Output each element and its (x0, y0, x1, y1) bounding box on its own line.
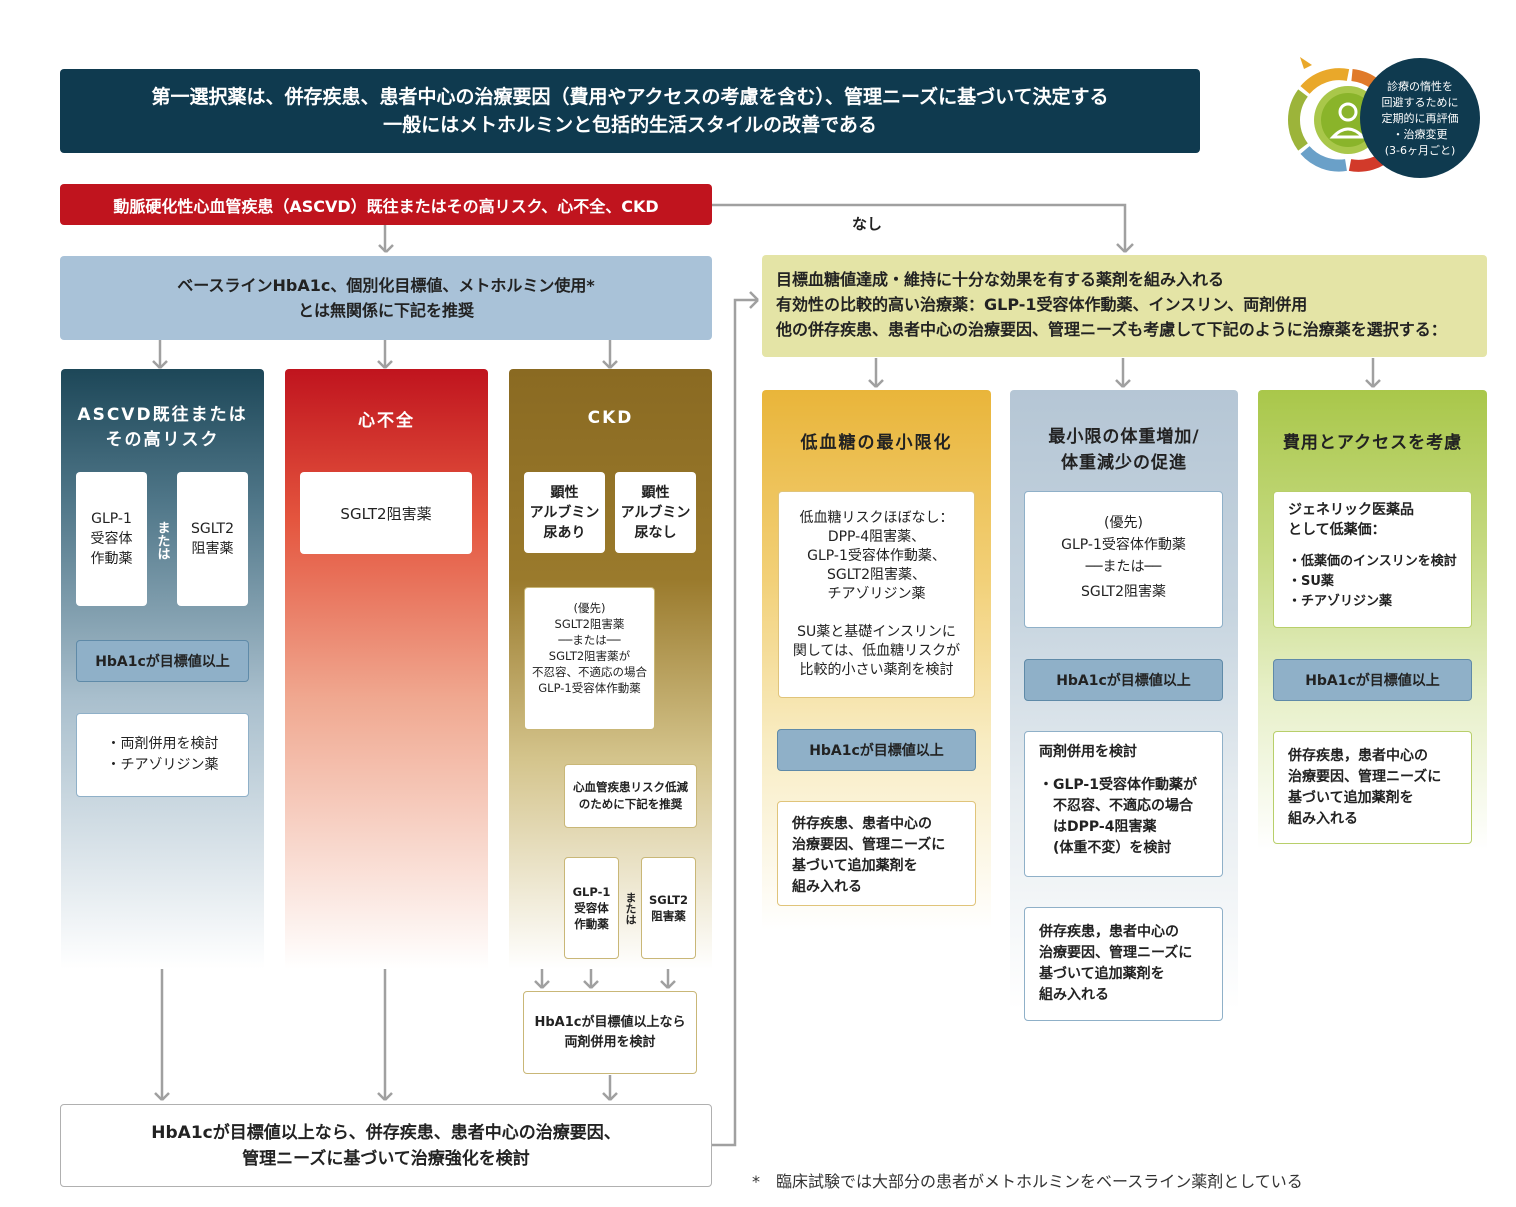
ascvd-hba1c-pill: HbA1cが目標値以上 (76, 640, 249, 682)
cost-generic-body: ・低薬価のインスリンを検討 ・SU薬 ・チアゾリジン薬 (1288, 554, 1457, 609)
hypo-hba1c-pill: HbA1cが目標値以上 (777, 729, 976, 771)
hypo-title: 低血糖の最小限化 (800, 432, 953, 453)
intensify-box: HbA1cが目標値以上なら、併存疾患、患者中心の治療要因、 管理ニーズに基づいて… (60, 1104, 712, 1187)
hypo-add-drug-box: 併存疾患、患者中心の 治療要因、管理ニーズに 基づいて追加薬剤を 組み入れる (777, 801, 976, 906)
right-header-box: 目標血糖値達成・維持に十分な効果を有する薬剤を組み入れる 有効性の比較的高い治療… (762, 255, 1487, 357)
cost-hba1c-pill: HbA1cが目標値以上 (1273, 659, 1472, 701)
ckd-preferred-box: (優先) SGLT2阻害薬 ──または── SGLT2阻害薬が 不忍容、不適応の… (524, 587, 655, 730)
weight-preferred-bottom: SGLT2阻害薬 (1080, 584, 1167, 600)
weight-hba1c-pill: HbA1cが目標値以上 (1024, 659, 1223, 701)
ascvd-or-text: または (154, 520, 170, 560)
ascvd-or-label: または (150, 500, 174, 580)
right-header-line-1: 目標血糖値達成・維持に十分な効果を有する薬剤を組み入れる (776, 270, 1225, 289)
header-banner: 第一選択薬は、併存疾患、患者中心の治療要因（費用やアクセスの考慮を含む）、管理ニ… (60, 69, 1200, 153)
footnote: * 臨床試験では大部分の患者がメトホルミンをベースライン薬剤としている (752, 1172, 1303, 1191)
ckd-preferred-bottom: SGLT2阻害薬が 不忍容、不適応の場合 GLP-1受容体作動薬 (532, 649, 647, 695)
ckd-albuminuria-no-box: 顕性 アルブミン 尿なし (615, 472, 696, 553)
weight-combo-body: ・GLP-1受容体作動薬が 不忍容、不適応の場合 はDPP-4阻害薬 (体重不変… (1039, 777, 1197, 856)
weight-combo-box: 両剤併用を検討 ・GLP-1受容体作動薬が 不忍容、不適応の場合 はDPP-4阻… (1024, 731, 1223, 877)
weight-preferred-box: (優先) GLP-1受容体作動薬 ──または── SGLT2阻害薬 (1024, 491, 1223, 628)
header-line-1: 第一選択薬は、併存疾患、患者中心の治療要因（費用やアクセスの考慮を含む）、管理ニ… (151, 86, 1109, 108)
ckd-hba1c-box: HbA1cが目標値以上なら 両剤併用を検討 (523, 991, 697, 1074)
ascvd-glp1-box: GLP-1 受容体 作動薬 (76, 472, 147, 606)
right-header-line-3: 他の併存疾患、患者中心の治療要因、管理ニーズも考慮して下記のように治療薬を選択す… (776, 320, 1447, 339)
hypo-low-risk-box: 低血糖リスクほぼなし： DPP-4阻害薬、 GLP-1受容体作動薬、 SGLT2… (778, 491, 975, 698)
ckd-or-label: または (620, 870, 640, 946)
ckd-or-text: または (624, 891, 637, 925)
ckd-glp1-box: GLP-1 受容体 作動薬 (564, 857, 619, 959)
weight-title: 最小限の体重増加/ 体重減少の促進 (1048, 427, 1200, 473)
cost-add-drug-box: 併存疾患，患者中心の 治療要因、管理ニーズに 基づいて追加薬剤を 組み入れる (1273, 731, 1472, 844)
risk-condition-bar: 動脈硬化性心血管疾患（ASCVD）既往またはその高リスク、心不全、CKD (60, 184, 712, 225)
header-line-2: 一般にはメトホルミンと包括的生活スタイルの改善である (383, 114, 877, 136)
baseline-box: ベースラインHbA1c、個別化目標値、メトホルミン使用* とは無関係に下記を推奨 (60, 256, 712, 340)
ascvd-title: ASCVD既往または その高リスク (77, 405, 248, 450)
ckd-albuminuria-yes-box: 顕性 アルブミン 尿あり (524, 472, 605, 553)
nashi-label: なし (852, 215, 883, 233)
cycle-text: 診療の惰性を 回避するために 定期的に再評価 ・治療変更 (3-6ヶ月ごと) (1381, 80, 1459, 157)
ckd-preferred-top: (優先) SGLT2阻害薬 (554, 601, 625, 631)
weight-preferred-or: ──または── (1085, 559, 1162, 575)
cost-title: 費用とアクセスを考慮 (1282, 432, 1463, 453)
weight-add-drug-box: 併存疾患，患者中心の 治療要因、管理ニーズに 基づいて追加薬剤を 組み入れる (1024, 907, 1223, 1021)
hf-column (285, 369, 488, 969)
cost-generic-head: ジェネリック医薬品 として低薬価： (1288, 502, 1414, 538)
cycle-ring-icon (1288, 57, 1480, 178)
ckd-cv-risk-box: 心血管疾患リスク低減 のために下記を推奨 (564, 764, 697, 828)
hf-title: 心不全 (358, 410, 415, 431)
hf-sglt2-box: SGLT2阻害薬 (300, 472, 472, 554)
weight-combo-head: 両剤併用を検討 (1039, 744, 1137, 760)
ckd-sglt2-box: SGLT2 阻害薬 (641, 857, 696, 959)
cost-generic-box: ジェネリック医薬品 として低薬価： ・低薬価のインスリンを検討 ・SU薬 ・チア… (1273, 491, 1472, 628)
ascvd-sglt2-box: SGLT2 阻害薬 (177, 472, 248, 606)
weight-preferred-top: (優先) GLP-1受容体作動薬 (1061, 515, 1186, 553)
ckd-preferred-or: ──または── (558, 633, 621, 647)
reassess-cycle: 診療の惰性を 回避するために 定期的に再評価 ・治療変更 (3-6ヶ月ごと) (1250, 55, 1500, 185)
arrow-nashi (712, 203, 1127, 252)
ckd-title: CKD (587, 408, 634, 428)
ascvd-combo-box: ・両剤併用を検討 ・チアゾリジン薬 (76, 713, 249, 797)
right-header-line-2: 有効性の比較的高い治療薬：GLP-1受容体作動薬、インスリン、両剤併用 (776, 295, 1308, 314)
